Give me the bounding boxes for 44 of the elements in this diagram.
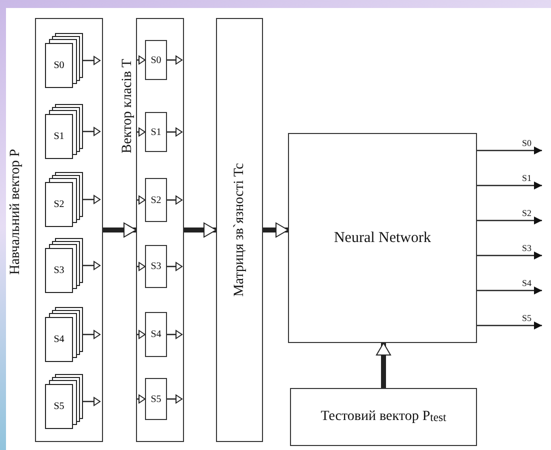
arrow bbox=[103, 222, 136, 238]
arrow bbox=[167, 330, 182, 339]
arrow bbox=[376, 342, 391, 388]
group-heading: Вектор класів T bbox=[120, 59, 136, 154]
arrow bbox=[477, 286, 542, 294]
arrow bbox=[477, 216, 542, 224]
process-box: S1 bbox=[145, 112, 167, 152]
arrow bbox=[83, 330, 100, 339]
arrow bbox=[137, 330, 146, 339]
arrow bbox=[83, 261, 100, 270]
process-box: Neural Network bbox=[288, 133, 477, 343]
arrow bbox=[167, 56, 182, 64]
arrow bbox=[83, 195, 100, 204]
group-heading: Навчальний вектор P bbox=[8, 149, 24, 275]
arrow bbox=[83, 56, 100, 65]
arrow bbox=[263, 222, 288, 238]
arrow bbox=[137, 128, 146, 136]
edge-label: S2 bbox=[522, 208, 532, 218]
arrow bbox=[83, 127, 100, 136]
arrow bbox=[137, 394, 146, 404]
arrow bbox=[477, 182, 542, 190]
arrow bbox=[167, 394, 182, 404]
edge-label: S0 bbox=[522, 138, 532, 148]
arrow bbox=[137, 56, 146, 64]
process-box: S4 bbox=[145, 312, 167, 357]
arrow bbox=[477, 252, 542, 260]
arrow bbox=[477, 322, 542, 330]
arrow bbox=[184, 222, 216, 238]
arrow bbox=[167, 128, 182, 136]
arrow bbox=[167, 262, 182, 271]
edge-label: S5 bbox=[522, 312, 532, 322]
process-box: S2 bbox=[145, 178, 167, 222]
process-box: Матриця зв`язності Tc bbox=[216, 18, 263, 442]
edge-label: S1 bbox=[522, 172, 532, 182]
edge-label: S3 bbox=[522, 242, 532, 252]
arrow bbox=[477, 146, 542, 154]
process-box: S0 bbox=[145, 40, 167, 80]
arrow bbox=[83, 397, 100, 406]
arrow bbox=[137, 196, 146, 204]
process-box: S3 bbox=[145, 245, 167, 288]
arrow bbox=[137, 262, 146, 271]
arrow bbox=[167, 196, 182, 204]
process-box: S5 bbox=[145, 378, 167, 420]
edge-label: S4 bbox=[522, 278, 532, 288]
